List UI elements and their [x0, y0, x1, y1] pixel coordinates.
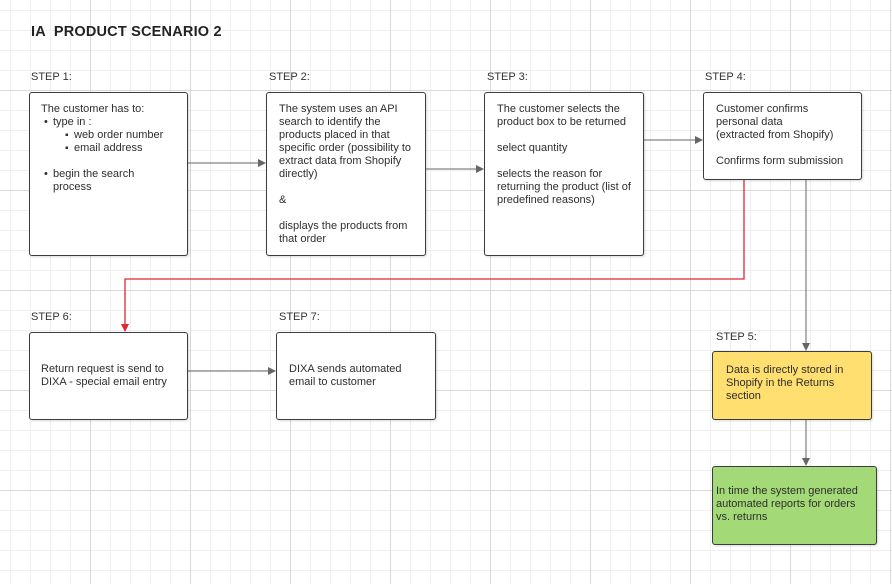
- step-1-bullet-begin: begin the search: [44, 168, 179, 181]
- step-5-box[interactable]: Data is directly stored in Shopify in th…: [712, 351, 872, 420]
- step-1-box[interactable]: The customer has to: type in : web order…: [29, 92, 188, 256]
- step-4-text-2: (extracted from Shopify): [716, 129, 834, 141]
- step-2-text-3: displays the products from that order: [279, 220, 408, 245]
- page-title: IA PRODUCT SCENARIO 2: [31, 24, 222, 40]
- step-3-label: STEP 3:: [487, 71, 528, 83]
- step-1-intro: The customer has to:: [41, 103, 145, 115]
- step-7-label: STEP 7:: [279, 311, 320, 323]
- connector-step4-step6: [121, 180, 745, 332]
- step-6-label: STEP 6:: [31, 311, 72, 323]
- final-report-text: In time the system generated automated r…: [716, 485, 858, 523]
- step-2-text-2: &: [279, 194, 287, 206]
- step-2-label: STEP 2:: [269, 71, 310, 83]
- step-6-text: Return request is send to DIXA - special…: [41, 363, 167, 388]
- step-5-text: Data is directly stored in Shopify in th…: [726, 364, 844, 402]
- step-4-label: STEP 4:: [705, 71, 746, 83]
- step-3-text-3: selects the reason for returning the pro…: [497, 168, 631, 206]
- step-7-text: DIXA sends automated email to customer: [289, 363, 402, 388]
- step-1-sub-email: email address: [65, 142, 179, 155]
- step-2-text-1: The system uses an API search to identif…: [279, 103, 412, 180]
- step-1-sub-web-order: web order number: [65, 129, 179, 142]
- step-4-text-3: Confirms form submission: [716, 155, 844, 167]
- step-2-box[interactable]: The system uses an API search to identif…: [266, 92, 426, 256]
- step-1-bullet-begin-cont: process: [53, 181, 92, 193]
- final-report-box[interactable]: In time the system generated automated r…: [712, 466, 877, 545]
- step-4-box[interactable]: Customer confirms personal data (extract…: [703, 92, 862, 180]
- step-1-bullet-type-in: type in :: [44, 116, 179, 129]
- step-1-label: STEP 1:: [31, 71, 72, 83]
- step-3-text-2: select quantity: [497, 142, 568, 154]
- step-3-text-1: The customer selects the product box to …: [497, 103, 627, 128]
- step-7-box[interactable]: DIXA sends automated email to customer: [276, 332, 436, 420]
- step-4-text-1: Customer confirms personal data: [716, 103, 809, 128]
- step-5-label: STEP 5:: [716, 331, 757, 343]
- step-3-box[interactable]: The customer selects the product box to …: [484, 92, 644, 256]
- step-6-box[interactable]: Return request is send to DIXA - special…: [29, 332, 188, 420]
